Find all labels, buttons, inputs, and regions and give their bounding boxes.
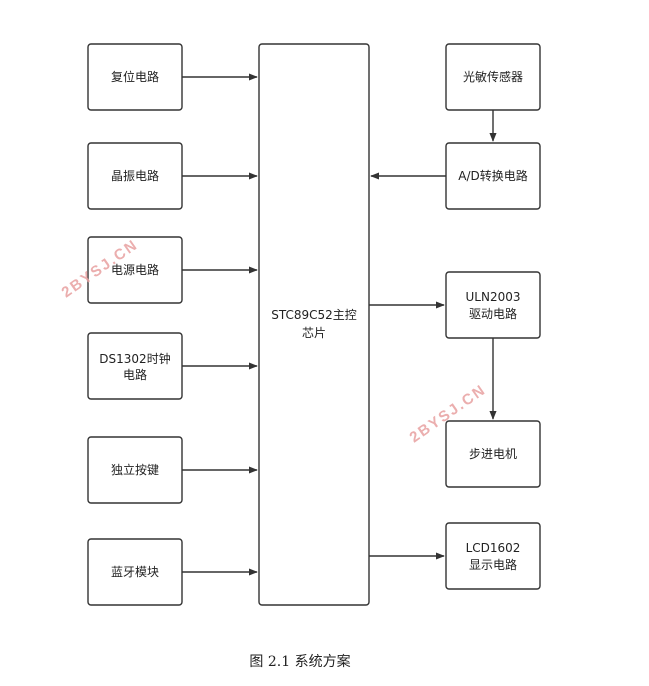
crystal-circuit-label: 晶振电路 bbox=[111, 168, 159, 183]
reset-circuit-label: 复位电路 bbox=[111, 69, 159, 84]
reset-circuit-block: 复位电路 bbox=[87, 43, 183, 111]
adc-circuit-label: A/D转换电路 bbox=[458, 168, 528, 183]
bluetooth-label: 蓝牙模块 bbox=[111, 565, 159, 579]
bluetooth-block: 蓝牙模块 bbox=[87, 538, 183, 606]
lcd-display-label-2: 显示电路 bbox=[469, 557, 517, 572]
keys-block: 独立按键 bbox=[87, 436, 183, 504]
lcd-display-label-1: LCD1602 bbox=[466, 541, 521, 555]
main-controller-block: STC89C52主控 芯片 bbox=[258, 43, 370, 606]
uln-driver-label-2: 驱动电路 bbox=[469, 306, 517, 321]
photo-sensor-label: 光敏传感器 bbox=[463, 69, 523, 84]
rtc-circuit-label-2: 电路 bbox=[123, 367, 147, 382]
uln-driver-block: ULN2003 驱动电路 bbox=[445, 271, 541, 339]
uln-driver-label-1: ULN2003 bbox=[466, 290, 521, 304]
lcd-display-block: LCD1602 显示电路 bbox=[445, 522, 541, 590]
crystal-circuit-block: 晶振电路 bbox=[87, 142, 183, 210]
keys-label: 独立按键 bbox=[111, 462, 159, 477]
photo-sensor-block: 光敏传感器 bbox=[445, 43, 541, 111]
power-circuit-block: 电源电路 bbox=[87, 236, 183, 304]
stepper-motor-block: 步进电机 bbox=[445, 420, 541, 488]
power-circuit-label: 电源电路 bbox=[111, 262, 159, 277]
rtc-circuit-block: DS1302时钟 电路 bbox=[87, 332, 183, 400]
stepper-motor-label: 步进电机 bbox=[469, 447, 517, 461]
adc-circuit-block: A/D转换电路 bbox=[445, 142, 541, 210]
rtc-circuit-label-1: DS1302时钟 bbox=[99, 351, 170, 366]
main-controller-label-2: 芯片 bbox=[302, 326, 326, 340]
main-controller-label-1: STC89C52主控 bbox=[271, 308, 357, 322]
figure-caption: 图 2.1 系统方案 bbox=[249, 654, 351, 670]
